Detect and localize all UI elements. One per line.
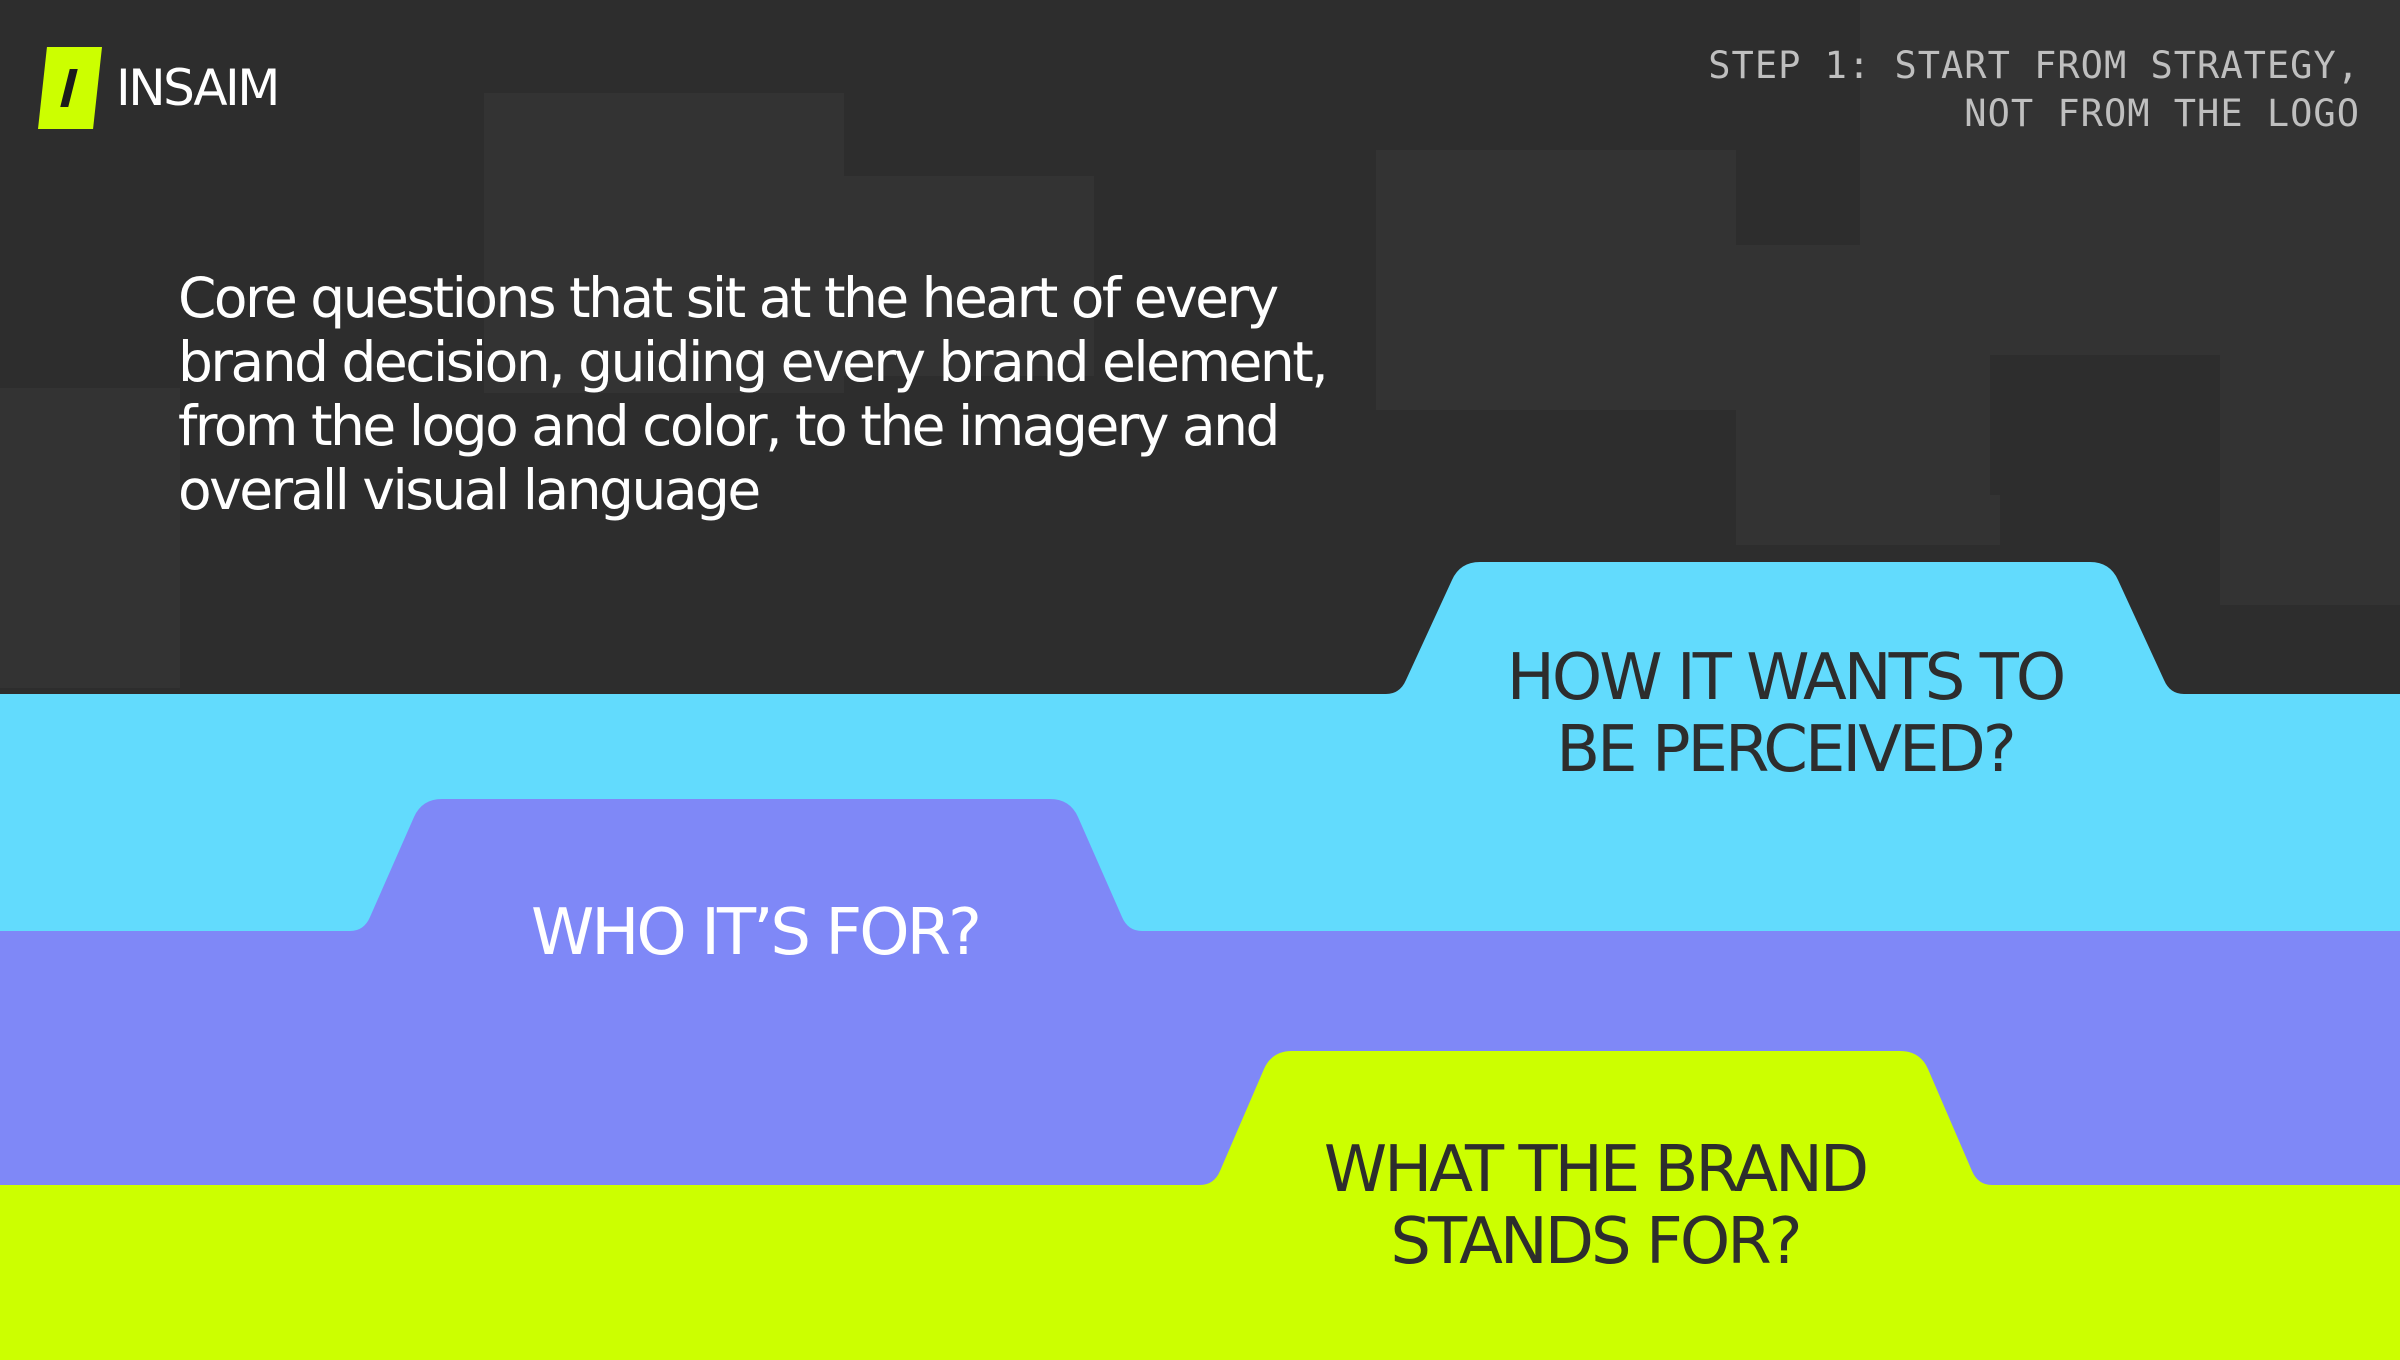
background-block <box>2220 0 2400 605</box>
question-label-perceived: HOW IT WANTS TO BE PERCEIVED? <box>1506 641 2066 787</box>
background-block <box>844 176 1094 376</box>
brand-name: INSAIM <box>116 59 280 117</box>
band-shape-path <box>0 1051 2400 1360</box>
logo-mark-icon <box>38 47 102 129</box>
background-block <box>0 388 180 688</box>
step-line-1: STEP 1: START FROM STRATEGY, <box>1708 44 2360 87</box>
question-label-audience: WHO IT’S FOR? <box>530 896 982 970</box>
brand-logo[interactable]: INSAIM <box>38 46 280 130</box>
step-line-2: NOT FROM THE LOGO <box>1964 92 2360 135</box>
intro-text: Core questions that sit at the heart of … <box>178 266 1329 522</box>
band-shape <box>0 1051 2400 1360</box>
question-band-values <box>0 1051 2400 1360</box>
background-block <box>1990 355 2220 495</box>
step-heading: STEP 1: START FROM STRATEGY, NOT FROM TH… <box>1708 42 2360 138</box>
background-block <box>1736 245 2000 545</box>
question-label-values: WHAT THE BRAND STANDS FOR? <box>1323 1133 1869 1279</box>
background-block <box>1376 150 1736 410</box>
background-block <box>484 93 844 393</box>
